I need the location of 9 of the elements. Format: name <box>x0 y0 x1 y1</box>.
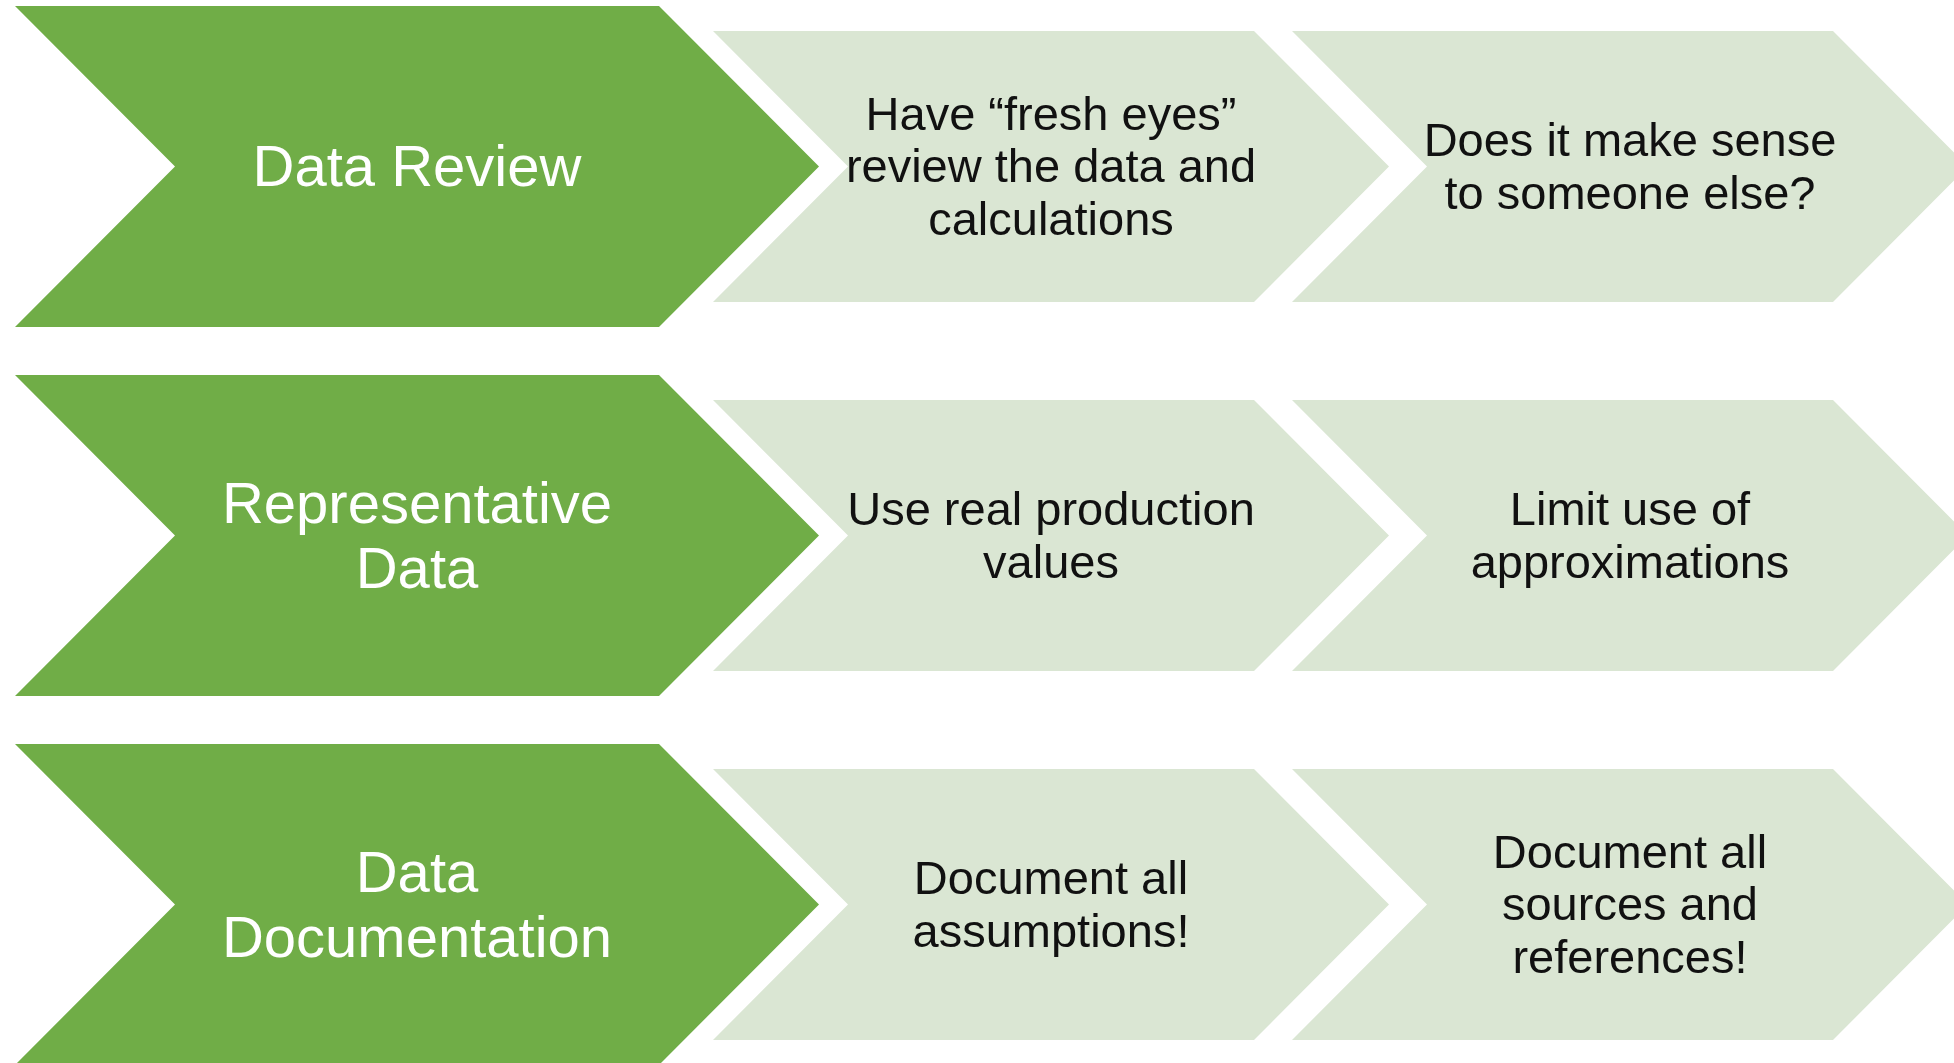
step-text: Does it make sense to someone else? <box>1422 113 1838 220</box>
stage-label: Data Review <box>251 134 583 199</box>
step-text: Limit use of approximations <box>1469 482 1791 589</box>
step-text: Document all sources and references! <box>1491 825 1769 984</box>
step-text: Use real production values <box>846 482 1256 589</box>
stage-label: Data Documentation <box>220 839 614 970</box>
stage-label: Representative Data <box>220 470 614 601</box>
step-text: Document all assumptions! <box>911 851 1191 958</box>
step-text: Have “fresh eyes” review the data and calculations <box>844 87 1258 246</box>
